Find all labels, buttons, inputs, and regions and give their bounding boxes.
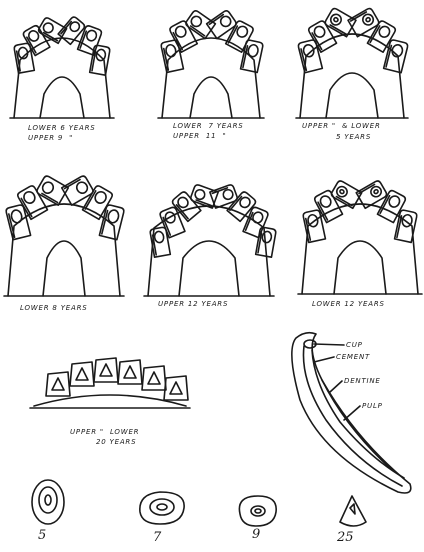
caption-fig6: Lower 12 years <box>312 300 385 309</box>
palate-arch <box>40 77 84 118</box>
cross-sections <box>32 480 366 526</box>
leader-cement <box>314 357 334 362</box>
leader-dentine <box>330 381 342 392</box>
section-label-9: 9 <box>252 527 260 542</box>
leader-pulp <box>344 406 360 420</box>
section-label-5: 5 <box>38 528 46 543</box>
tooth-cup <box>165 44 177 58</box>
tooth-cup <box>222 188 234 200</box>
section-7-mid <box>150 499 174 515</box>
worn-tooth-cup <box>76 368 88 380</box>
tooth-cup-mark <box>339 189 344 194</box>
caption-fig7-line1: Upper " Lower <box>70 428 139 437</box>
tooth <box>99 204 124 239</box>
caption-fig5: Upper 12 years <box>158 300 228 309</box>
fig3-jaw <box>296 7 408 118</box>
tooth-cup <box>194 188 206 200</box>
section-5-mid <box>39 487 57 513</box>
worn-tooth-outline <box>46 372 70 396</box>
section-7-inner <box>157 504 167 510</box>
tooth <box>324 7 356 36</box>
worn-tooth-outline <box>164 376 188 400</box>
tooth-cup <box>95 49 106 62</box>
worn-tooth-outline <box>70 362 94 386</box>
worn-tooth-outline <box>118 360 142 384</box>
worn-tooth-outline <box>94 358 118 382</box>
section-label-25: 25 <box>337 530 354 545</box>
section-9-inner <box>255 509 261 513</box>
section-5-inner <box>45 495 51 505</box>
leader-cup <box>314 344 344 345</box>
worn-tooth <box>118 360 142 384</box>
tooth <box>241 40 264 73</box>
worn-tooth-cup <box>170 382 182 394</box>
caption-fig1-line1: Lower 6 years <box>28 124 96 133</box>
palate-arch <box>326 73 378 118</box>
fig6-jaw <box>298 180 422 294</box>
tooth-cup <box>10 209 23 224</box>
caption-fig3-line1: Upper " & Lower <box>302 122 381 131</box>
tooth-cup <box>154 231 165 244</box>
section-9-outer <box>239 496 276 526</box>
label-cement: Cement <box>336 353 370 362</box>
caption-fig2-line2: Upper 11 " <box>173 132 226 141</box>
worn-tooth <box>70 362 94 386</box>
fig5-jaw <box>144 184 276 296</box>
palate-arch <box>43 241 85 296</box>
fig4-jaw <box>4 175 125 296</box>
label-pulp: Pulp <box>362 402 383 411</box>
label-dentine: Dentine <box>344 377 381 386</box>
worn-tooth-outline <box>142 366 166 390</box>
section-label-7: 7 <box>153 530 161 545</box>
label-cup: Cup <box>346 341 363 350</box>
fig1-jaw <box>10 16 114 118</box>
caption-fig7-line2: 20 years <box>96 438 136 447</box>
tooth-cup-mark <box>373 189 378 194</box>
caption-fig3-line2: 5 years <box>336 133 371 142</box>
section-25-inner <box>350 504 355 514</box>
palate-arch <box>190 77 232 118</box>
worn-tooth-cup <box>100 364 112 376</box>
tooth-cup <box>41 180 56 195</box>
worn-tooth <box>94 358 118 382</box>
worn-tooth <box>46 372 70 396</box>
caption-fig4: Lower 8 years <box>20 304 88 313</box>
worn-tooth <box>164 376 188 400</box>
pulp-line <box>322 380 392 470</box>
tooth-cup <box>261 231 272 244</box>
fig2-jaw <box>158 9 264 118</box>
section-9-mid <box>251 506 265 516</box>
caption-fig1-line2: Upper 9 " <box>28 134 73 143</box>
fig7-teeth-row <box>30 358 190 408</box>
worn-tooth-cup <box>124 366 136 378</box>
tooth-cup-mark <box>365 17 371 22</box>
tooth-cup <box>85 29 98 42</box>
palate-arch <box>179 241 239 296</box>
worn-tooth-cup <box>148 372 160 384</box>
caption-fig2-line1: Lower 7 years <box>173 122 244 131</box>
tooth-cup <box>75 180 90 195</box>
worn-tooth-cup <box>52 378 64 390</box>
tooth-cup-mark <box>333 17 339 22</box>
dentine-line <box>312 350 404 478</box>
section-7-outer <box>140 492 184 524</box>
palate-arch <box>334 241 386 294</box>
tooth-cup <box>302 44 315 58</box>
worn-tooth <box>142 366 166 390</box>
tooth-cup <box>247 44 259 58</box>
tooth <box>367 20 396 52</box>
